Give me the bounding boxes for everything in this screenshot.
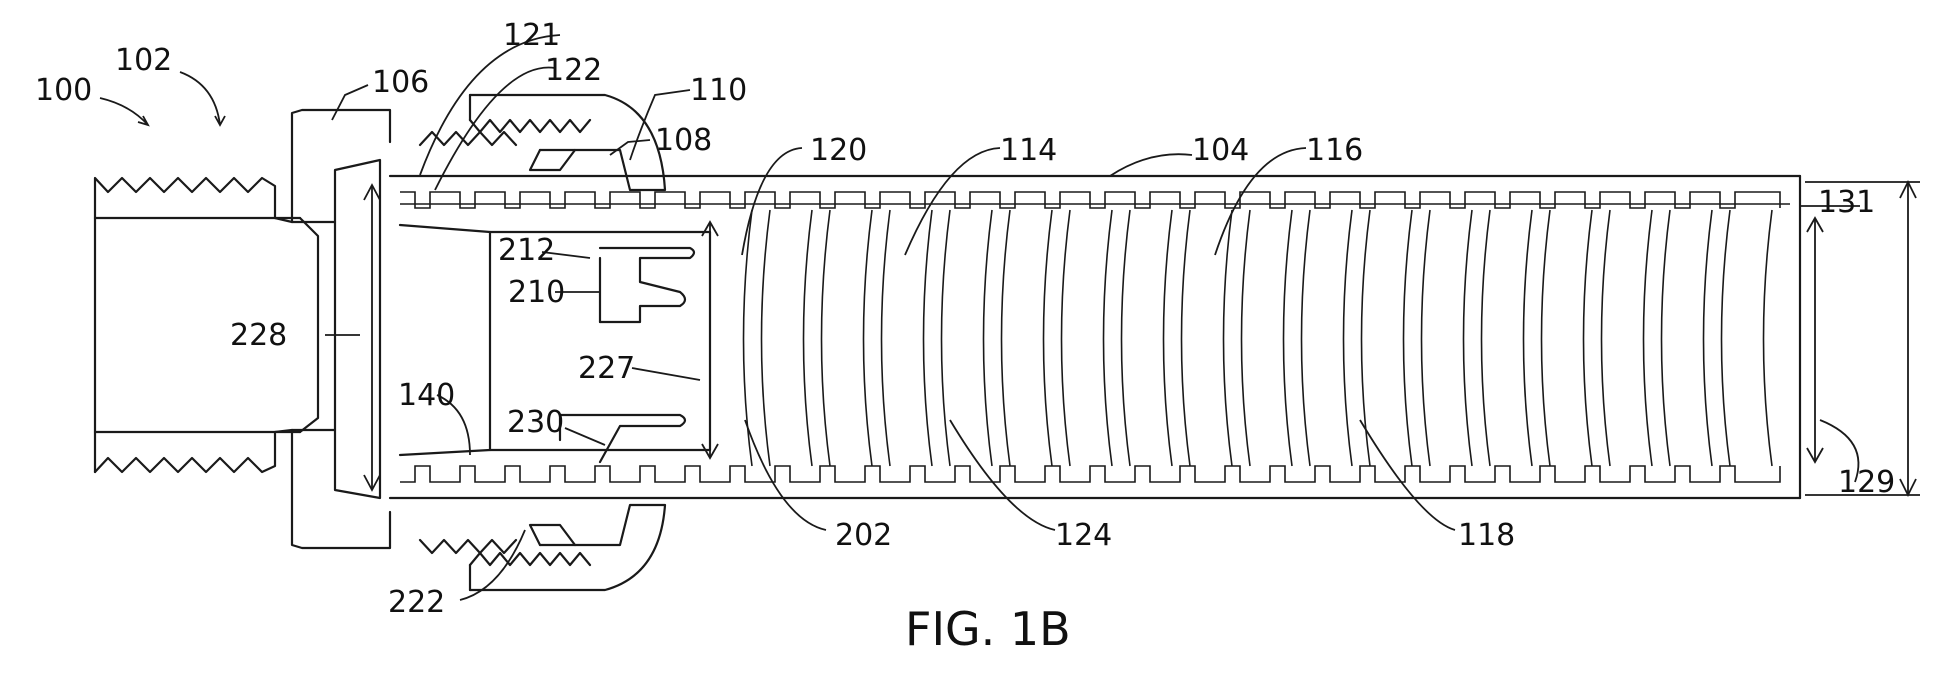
- label-202: 202: [835, 518, 892, 553]
- label-108: 108: [655, 123, 712, 158]
- corrugations-bottom: [400, 466, 1780, 482]
- dimension-arrows: [364, 182, 1920, 495]
- corrugations-top: [400, 192, 1790, 208]
- label-212: 212: [498, 233, 555, 268]
- label-210: 210: [508, 275, 565, 310]
- label-100: 100: [35, 73, 92, 108]
- label-222: 222: [388, 585, 445, 620]
- label-120: 120: [810, 133, 867, 168]
- label-140: 140: [398, 378, 455, 413]
- label-104: 104: [1192, 133, 1249, 168]
- label-118: 118: [1458, 518, 1515, 553]
- label-106: 106: [372, 65, 429, 100]
- reference-numerals: 100 102 106 121 122 110 108 120 114 104 …: [35, 18, 1895, 620]
- label-131: 131: [1818, 185, 1875, 220]
- label-227: 227: [578, 351, 635, 386]
- label-230: 230: [507, 405, 564, 440]
- label-129: 129: [1838, 465, 1895, 500]
- label-114: 114: [1000, 133, 1057, 168]
- label-110: 110: [690, 73, 747, 108]
- label-121: 121: [503, 18, 560, 53]
- label-116: 116: [1306, 133, 1363, 168]
- leader-lines: [100, 35, 1860, 600]
- figure-caption: FIG. 1B: [905, 602, 1071, 656]
- label-228: 228: [230, 318, 287, 353]
- nut: [420, 95, 665, 590]
- helical-ribs: [744, 210, 1773, 466]
- label-124: 124: [1055, 518, 1112, 553]
- label-122: 122: [545, 53, 602, 88]
- label-102: 102: [115, 43, 172, 78]
